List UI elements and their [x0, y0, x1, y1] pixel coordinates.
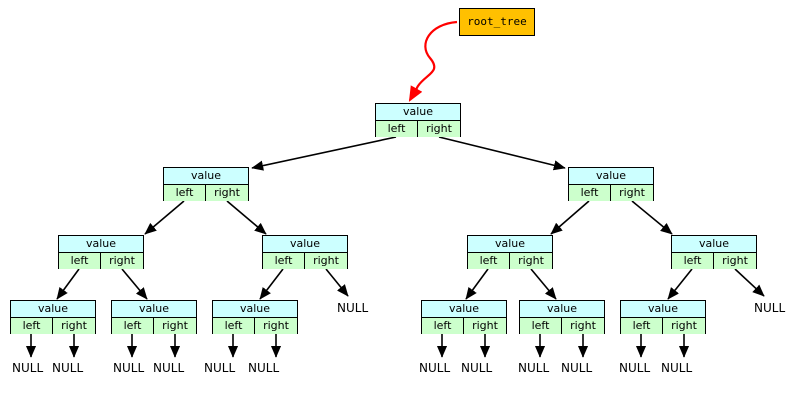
tree-edge	[251, 136, 397, 171]
node-value-cell: value	[59, 236, 143, 253]
tree-edge	[56, 268, 80, 300]
node-value-cell: value	[164, 168, 248, 185]
null-terminal-label: NULL	[52, 361, 84, 375]
node-right-pointer-cell[interactable]: right	[714, 253, 756, 269]
node-left-pointer-cell[interactable]: left	[468, 253, 510, 269]
node-right-pointer-cell[interactable]: right	[305, 253, 347, 269]
node-right-pointer-cell[interactable]: right	[611, 185, 653, 201]
node-value-cell: value	[11, 301, 95, 318]
node-right-pointer-cell[interactable]: right	[255, 318, 297, 334]
tree-edge	[325, 268, 349, 297]
null-terminal-label: NULL	[113, 361, 145, 375]
node-value-cell: value	[621, 301, 705, 318]
null-terminal-label: NULL	[419, 361, 451, 375]
null-terminal-label: NULL	[337, 301, 369, 315]
node-right-pointer-cell[interactable]: right	[206, 185, 248, 201]
tree-edge	[144, 200, 185, 235]
node-left-pointer-cell[interactable]: left	[59, 253, 101, 269]
node-value-cell: value	[672, 236, 756, 253]
node-right-pointer-cell[interactable]: right	[510, 253, 552, 269]
node-left-pointer-cell[interactable]: left	[520, 318, 562, 334]
node-value-cell: value	[263, 236, 347, 253]
node-left-pointer-cell[interactable]: left	[376, 121, 418, 137]
node-left-pointer-cell[interactable]: left	[672, 253, 714, 269]
node-value-cell: value	[112, 301, 196, 318]
node-right-pointer-cell[interactable]: right	[663, 318, 705, 334]
null-terminal-label: NULL	[561, 361, 593, 375]
tree-edge	[631, 200, 673, 235]
tree-edge	[734, 268, 765, 297]
node-value-cell: value	[213, 301, 297, 318]
null-terminal-label: NULL	[518, 361, 550, 375]
tree-edge	[667, 268, 693, 300]
null-terminal-label: NULL	[204, 361, 236, 375]
node-right-pointer-cell[interactable]: right	[101, 253, 143, 269]
node-right-pointer-cell[interactable]: right	[154, 318, 196, 334]
node-left-pointer-cell[interactable]: left	[213, 318, 255, 334]
null-terminal-label: NULL	[661, 361, 693, 375]
root-pointer-edge	[408, 20, 458, 102]
node-value-cell: value	[422, 301, 506, 318]
node-left-pointer-cell[interactable]: left	[569, 185, 611, 201]
null-terminal-label: NULL	[619, 361, 651, 375]
null-terminal-label: NULL	[12, 361, 44, 375]
node-right-pointer-cell[interactable]: right	[53, 318, 95, 334]
node-right-pointer-cell[interactable]: right	[464, 318, 506, 334]
node-value-cell: value	[569, 168, 653, 185]
tree-edge	[438, 136, 566, 171]
node-value-cell: value	[376, 104, 460, 121]
node-value-cell: value	[520, 301, 604, 318]
node-right-pointer-cell[interactable]: right	[562, 318, 604, 334]
tree-edge	[550, 200, 590, 235]
tree-edge	[530, 268, 557, 300]
null-terminal-label: NULL	[248, 361, 280, 375]
tree-edge	[259, 268, 284, 300]
node-left-pointer-cell[interactable]: left	[263, 253, 305, 269]
root-pointer-label[interactable]: root_tree	[459, 8, 535, 36]
tree-edge	[121, 268, 148, 300]
tree-edge	[226, 200, 267, 235]
node-left-pointer-cell[interactable]: left	[11, 318, 53, 334]
null-terminal-label: NULL	[754, 301, 786, 315]
node-value-cell: value	[468, 236, 552, 253]
null-terminal-label: NULL	[153, 361, 185, 375]
node-left-pointer-cell[interactable]: left	[621, 318, 663, 334]
node-left-pointer-cell[interactable]: left	[112, 318, 154, 334]
tree-edge	[465, 268, 489, 300]
node-left-pointer-cell[interactable]: left	[164, 185, 206, 201]
node-left-pointer-cell[interactable]: left	[422, 318, 464, 334]
null-terminal-label: NULL	[461, 361, 493, 375]
node-right-pointer-cell[interactable]: right	[418, 121, 460, 137]
